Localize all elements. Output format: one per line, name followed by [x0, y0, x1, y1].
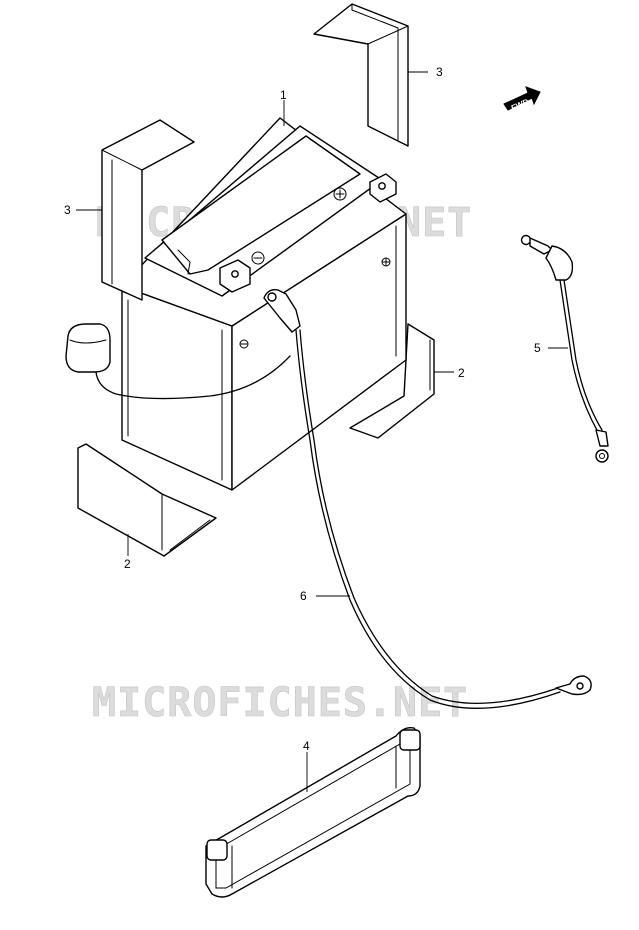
leader-lines [76, 71, 568, 792]
callout-battery: 1 [280, 88, 287, 102]
callout-bracket-left: 2 [124, 557, 131, 571]
fwd-arrow-icon: FWD [503, 86, 541, 113]
watermark-bottom: MICROFICHES.NET [92, 680, 468, 726]
vent-tube-wire [95, 355, 291, 400]
vent-cap [65, 323, 111, 373]
battery-cover-left [101, 119, 195, 301]
battery-bracket-right [349, 323, 435, 439]
callout-cover-right: 3 [436, 65, 443, 79]
battery-cable-short [520, 234, 609, 463]
battery-band [205, 726, 421, 898]
callout-wire-short: 5 [534, 341, 541, 355]
callout-band: 4 [303, 739, 310, 753]
battery-cover-right [313, 3, 409, 147]
battery-bracket-left [77, 443, 217, 557]
callout-cover-left: 3 [64, 203, 71, 217]
battery-cable-long [263, 288, 592, 709]
callout-bracket-right: 2 [458, 366, 465, 380]
battery [121, 117, 407, 491]
callout-wire-long: 6 [300, 589, 307, 603]
